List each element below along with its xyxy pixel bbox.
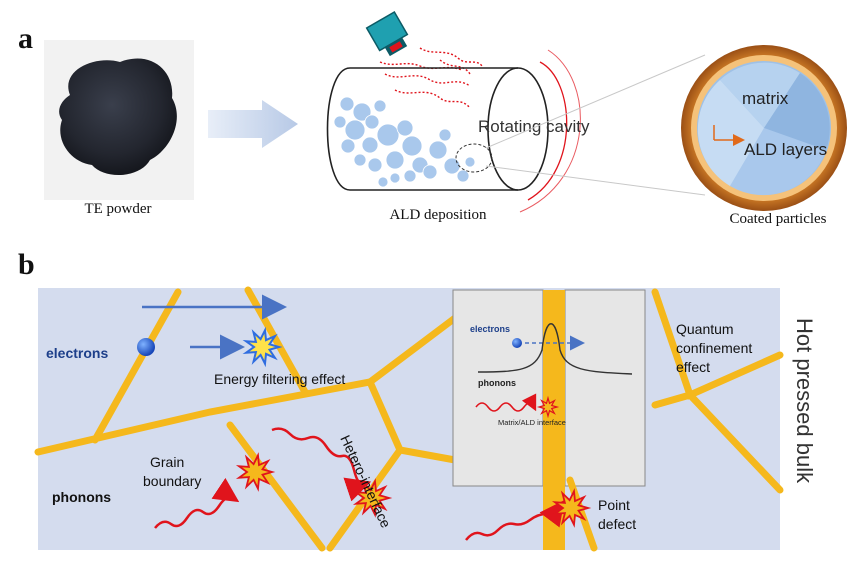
phonon-wave-hetero [271,427,372,502]
phonons-label: phonons [52,489,111,505]
inset-scatter-burst [536,395,560,419]
particle [464,156,476,168]
particle [367,157,383,173]
point-defect-label-1: Point [598,497,630,513]
electrons-label: electrons [46,345,108,361]
precursor-waves [379,47,483,109]
ald-layers-label: ALD layers [744,140,827,159]
electron-icon [137,338,155,356]
coated-particles-caption: Coated particles [729,211,826,227]
energy-barrier-curve [477,323,633,375]
particle [377,176,389,188]
particle [385,150,405,170]
energy-filtering-label: Energy filtering effect [214,371,345,387]
energy-filter-burst [242,326,283,368]
particle [443,157,461,175]
particle [353,153,367,167]
phonon-wave-point [465,500,565,541]
grain-boundary-label-2: boundary [143,473,201,489]
inset-phonon-wave [475,393,537,412]
quantum-label-2: confinement [676,340,752,356]
phonon-wave-grain [154,477,240,529]
particle [352,102,372,122]
particle [344,119,366,141]
coated-particle [681,45,847,211]
grain-boundary-label-1: Grain [150,454,184,470]
inset-panel [452,289,646,550]
matrix-label: matrix [742,89,789,108]
cavity-label: Rotating cavity [478,117,590,136]
particle [428,140,448,160]
quantum-label-1: Quantum [676,321,734,337]
particle [376,123,400,147]
rotating-cavity-cylinder [326,49,581,213]
inset-electron-dot [512,338,522,348]
te-powder-caption: TE powder [84,201,151,217]
point-defect-label-2: defect [598,516,636,532]
particle [422,164,438,180]
inset-interface-label: Matrix/ALD interface [498,418,566,427]
inset-phonons-label: phonons [478,378,516,388]
hot-pressed-bulk-label: Hot pressed bulk [792,318,817,484]
particle [340,138,356,154]
zoom-line-bottom [485,165,706,196]
particle [364,114,380,130]
lamp-icon [365,10,409,57]
particle [373,99,387,113]
particle [389,172,401,184]
hetero-scatter-burst [352,478,393,518]
ald-deposition-caption: ALD deposition [389,207,487,223]
inset-electrons-label: electrons [470,324,510,334]
point-defect-burst [551,488,592,528]
te-powder-image [44,40,194,200]
particle [361,136,379,154]
particle [339,96,355,112]
process-arrow [208,100,298,148]
panel-b-label: b [18,248,35,281]
particles [333,96,476,188]
grain-scatter-burst [235,452,276,492]
particle [403,169,417,183]
particle [438,128,452,142]
particle [333,115,347,129]
particle [401,135,423,157]
zoom-line-top [485,54,706,149]
zoom-circle [455,143,493,173]
particle [456,169,470,183]
particle [396,119,414,137]
bulk-background [38,288,780,550]
panel-a-label: a [18,22,33,55]
quantum-label-3: effect [676,359,710,375]
